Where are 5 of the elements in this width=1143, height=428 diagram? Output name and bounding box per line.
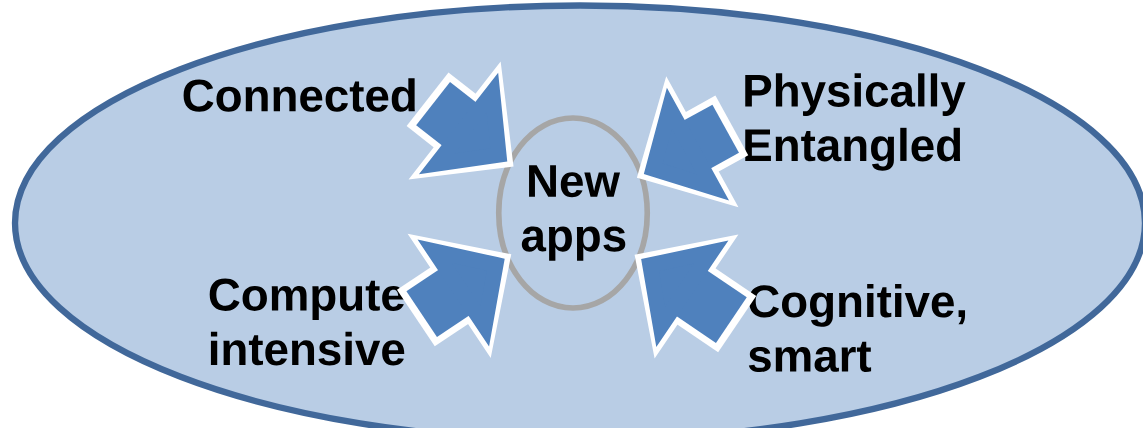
- text-label: Compute intensive: [209, 278, 405, 366]
- text-label: Physically Entangled: [745, 73, 966, 171]
- text-label: Connected: [183, 78, 415, 112]
- text-label: Cognitive, smart: [748, 283, 966, 372]
- background-ellipse: [11, 2, 1143, 428]
